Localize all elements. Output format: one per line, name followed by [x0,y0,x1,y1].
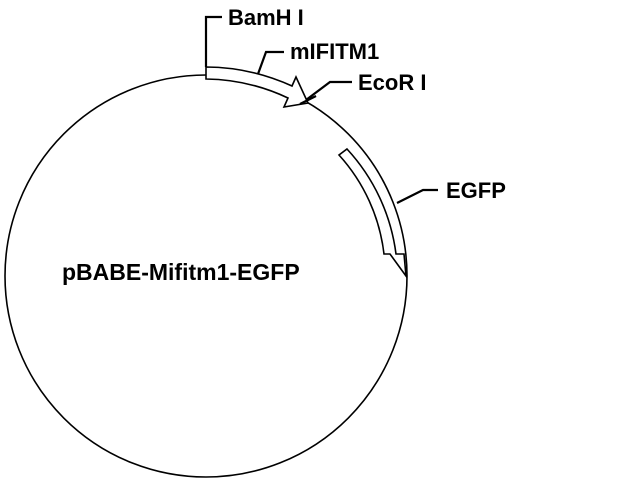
mifitm1-label: mIFITM1 [290,39,379,64]
ecori-label: EcoR I [358,70,426,95]
egfp-label: EGFP [446,178,506,203]
ecori-site-tick [299,95,317,105]
bamhi-label: BamH I [228,5,304,30]
bamhi-leader-line [204,15,222,67]
mifitm1-leader-line [256,50,284,75]
mifitm1-feature-arrow [205,66,310,109]
ecori-leader-line [305,80,352,101]
egfp-feature-arrow [337,147,408,279]
egfp-leader-line [396,188,438,204]
plasmid-name-label: pBABE-Mifitm1-EGFP [62,259,300,285]
